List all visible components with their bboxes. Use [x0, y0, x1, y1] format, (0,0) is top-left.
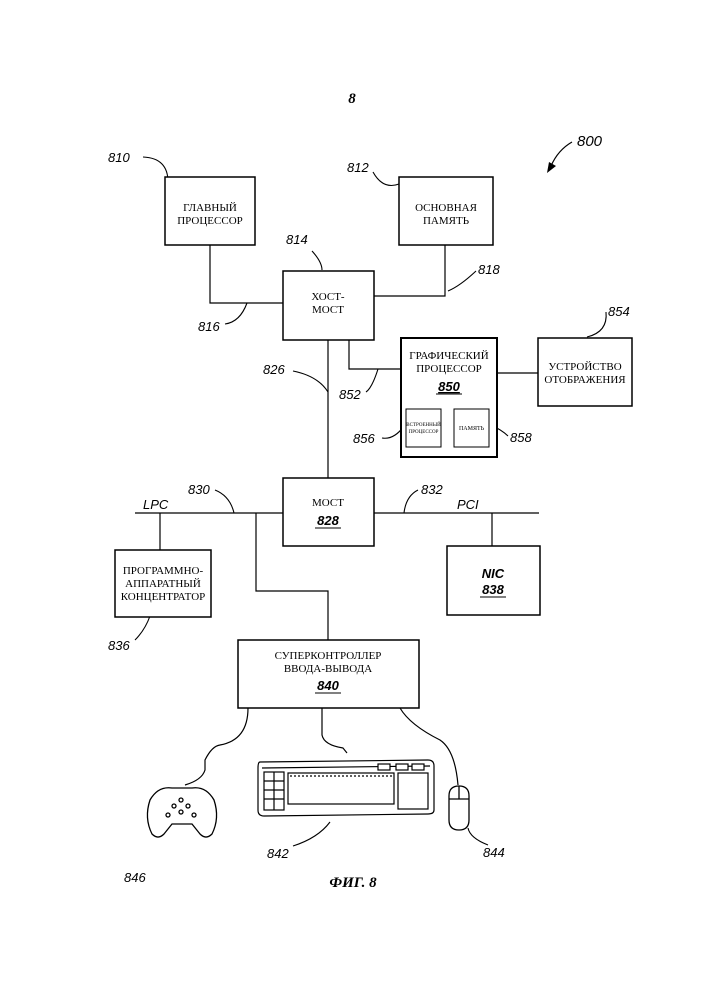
bus-label-lpc: LPC [143, 497, 169, 512]
figure-caption: ФИГ. 8 [329, 875, 377, 891]
ref-816: 816 [198, 319, 220, 334]
display-label-1: УСТРОЙСТВО [548, 361, 621, 373]
super-io-label-1: СУПЕРКОНТРОЛЛЕР [275, 650, 382, 662]
nic-number: 838 [482, 582, 504, 597]
firmware-hub-block: ПРОГРАММНО- АППАРАТНЫЙ КОНЦЕНТРАТОР [115, 550, 211, 617]
gpu-memory-label: ПАМЯТЬ [459, 426, 485, 432]
nic-label: NIC [482, 566, 505, 581]
graphics-processor-block: ГРАФИЧЕСКИЙ ПРОЦЕССОР 850 ВСТРОЕННЫЙ ПРО… [401, 338, 497, 457]
nic-block: NIC 838 [447, 546, 540, 615]
ref-826: 826 [263, 362, 285, 377]
figure-ref-arrow [551, 142, 572, 166]
cpu-block: ГЛАВНЫЙ ПРОЦЕССОР [165, 177, 255, 245]
ref-852: 852 [339, 387, 361, 402]
mouse-icon [449, 786, 469, 830]
ref-810: 810 [108, 150, 130, 165]
embedded-processor-block: ВСТРОЕННЫЙ ПРОЦЕССОР [406, 409, 441, 447]
main-memory-block: ОСНОВНАЯ ПАМЯТЬ [399, 177, 493, 245]
memory-label-1: ОСНОВНАЯ [415, 202, 478, 214]
super-io-number: 840 [317, 678, 339, 693]
ref-854: 854 [608, 304, 630, 319]
bridge-label: МОСТ [312, 497, 344, 509]
page-number: 8 [348, 91, 356, 107]
ref-830: 830 [188, 482, 210, 497]
super-io-label-2: ВВОДА-ВЫВОДА [284, 663, 372, 675]
firmware-hub-label-1: ПРОГРАММНО- [123, 565, 204, 577]
display-label-2: ОТОБРАЖЕНИЯ [544, 374, 626, 386]
cpu-label-1: ГЛАВНЫЙ [183, 202, 237, 214]
ref-856: 856 [353, 431, 375, 446]
ref-818: 818 [478, 262, 500, 277]
ref-858: 858 [510, 430, 532, 445]
memory-label-2: ПАМЯТЬ [423, 215, 469, 227]
gpu-number: 850 [438, 379, 460, 394]
ref-814: 814 [286, 232, 308, 247]
gpu-label-2: ПРОЦЕССОР [416, 363, 482, 375]
display-device-block: УСТРОЙСТВО ОТОБРАЖЕНИЯ [538, 338, 632, 406]
ref-844: 844 [483, 845, 505, 860]
bridge-number: 828 [317, 513, 339, 528]
super-io-controller-block: СУПЕРКОНТРОЛЛЕР ВВОДА-ВЫВОДА 840 [238, 640, 419, 708]
host-bridge-label-2: МОСТ [312, 304, 344, 316]
figure-ref-800: 800 [577, 133, 603, 150]
keyboard-icon [258, 760, 434, 816]
embedded-processor-label-1: ВСТРОЕННЫЙ [406, 422, 441, 428]
cpu-label-2: ПРОЦЕССОР [177, 215, 243, 227]
bus-label-pci: PCI [457, 497, 479, 512]
bridge-block: МОСТ 828 [283, 478, 374, 546]
gpu-memory-block: ПАМЯТЬ [454, 409, 489, 447]
ref-836: 836 [108, 638, 130, 653]
firmware-hub-label-3: КОНЦЕНТРАТОР [121, 591, 206, 603]
embedded-processor-label-2: ПРОЦЕССОР [409, 430, 439, 435]
ref-812: 812 [347, 160, 369, 175]
gamepad-icon [147, 788, 216, 837]
ref-842: 842 [267, 846, 289, 861]
host-bridge-label-1: ХОСТ- [311, 291, 345, 303]
ref-832: 832 [421, 482, 443, 497]
ref-846: 846 [124, 870, 146, 885]
figure-ref-arrowhead [547, 162, 556, 173]
gpu-label-1: ГРАФИЧЕСКИЙ [409, 350, 488, 362]
host-bridge-block: ХОСТ- МОСТ [283, 271, 374, 340]
firmware-hub-label-2: АППАРАТНЫЙ [125, 578, 201, 590]
